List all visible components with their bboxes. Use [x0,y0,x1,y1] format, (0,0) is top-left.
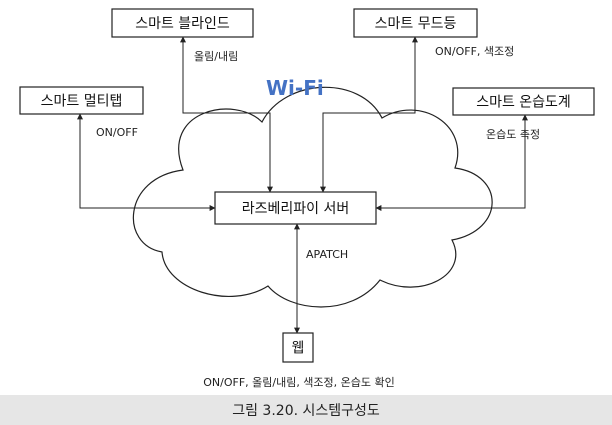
connectors [77,36,528,334]
edge-label-web-link: APATCH [306,248,348,261]
node-label: 라즈베리파이 서버 [242,201,350,217]
arrow-multitap-server [77,113,216,211]
node-raspberry-pi-server: 라즈베리파이 서버 [214,191,377,225]
caption-background [0,395,612,425]
node-label: 스마트 온습도계 [476,95,571,111]
node-label: 스마트 멀티탭 [41,94,123,110]
node-web: 웹 [282,332,314,363]
node-label: 스마트 무드등 [375,16,457,32]
edge-label-web-functions: ON/OFF, 올림/내림, 색조정, 온습도 확인 [203,376,395,389]
wifi-label: Wi-Fi [266,76,324,100]
edge-label-blind: 올림/내림 [194,50,238,63]
edge-label-light: ON/OFF, 색조정 [435,45,514,58]
edge-label-thermohygrometer: 온습도 측정 [486,128,540,141]
node-smart-thermohygrometer: 스마트 온습도계 [452,87,595,116]
node-smart-light: 스마트 무드등 [353,8,478,38]
node-label: 스마트 블라인드 [135,16,230,32]
node-smart-multitap: 스마트 멀티탭 [19,86,144,115]
edge-label-multitap: ON/OFF [96,126,138,139]
node-smart-blind: 스마트 블라인드 [111,8,254,38]
node-label: 웹 [292,341,305,357]
arrow-blind-server [180,36,273,193]
figure-caption: 그림 3.20. 시스템구성도 [232,403,380,419]
arrow-light-server [320,36,418,193]
arrow-thermo-server [375,114,528,211]
